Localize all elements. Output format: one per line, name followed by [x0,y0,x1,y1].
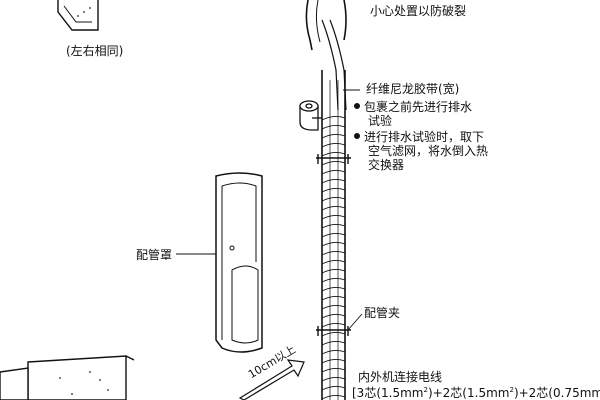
tape-wrap-line [321,133,346,139]
tape-wrap-line [321,205,346,211]
tape-wrap-line [321,295,346,301]
wall-section [0,355,135,400]
tape-wrap-line [321,268,346,274]
tape-wrap-line [321,142,346,148]
tape-roll [299,100,322,131]
tape-wrap-line [321,259,346,265]
pipe-cover [215,172,263,353]
drain-test-note-1: 包裹之前先进行排水 试验 [354,100,472,128]
handling-note: 小心处置以防破裂 [370,4,467,18]
drain-pipe-assembly [305,0,347,400]
tape-wrap-line [321,358,346,364]
tape-wrap-line [321,376,346,382]
tape-wrap-line [321,187,346,193]
pipe-clips [316,154,351,336]
bullet-icon [354,102,360,109]
bullet-icon [354,132,360,139]
tape-wrap-line [321,304,346,310]
tape-wrap-line [321,196,346,202]
tape-wrap-line [321,151,346,157]
tape-wrap-line [321,169,346,175]
tape-wrap-line [321,349,346,355]
tape-wrap-line [321,394,346,400]
tape-wrap-line [321,250,346,256]
tape-wrap-line [321,313,346,319]
tape-wrap-line [321,277,346,283]
tape-label: 纤维尼龙胶带(宽) [366,82,460,96]
tape-wrap-line [321,340,346,346]
tape-wrap-line [321,322,346,328]
tape-wrap-line [321,331,346,337]
tape-wrap-line [321,115,346,121]
left-right-same-note: (左右相同) [66,44,124,58]
tape-wrap-line [321,160,346,166]
tape-wrap-line [321,223,346,229]
tape-wraps [321,115,346,400]
tape-wrap-line [321,241,346,247]
tape-wrap-line [321,367,346,373]
tape-wrap-line [321,178,346,184]
pipe-cover-label: 配管罩 [136,248,173,262]
wire-title: 内外机连接电线 [358,370,443,384]
tape-wrap-line [321,232,346,238]
clearance-arrow [238,359,305,400]
drain-test-note-2: 进行排水试验时，取下 空气滤网，将水倒入热 交换器 [354,130,488,172]
wall-bracket-fragment [57,0,99,31]
tape-wrap-line [321,124,346,130]
pipe-clip-label: 配管夹 [364,306,401,320]
wire-spec: [3芯(1.5mm2)+2芯(1.5mm2)+2芯(0.75mm2) [352,386,600,400]
tape-wrap-line [321,214,346,220]
leader-lines [176,89,363,331]
tape-wrap-line [321,385,346,391]
tape-wrap-line [321,286,346,292]
